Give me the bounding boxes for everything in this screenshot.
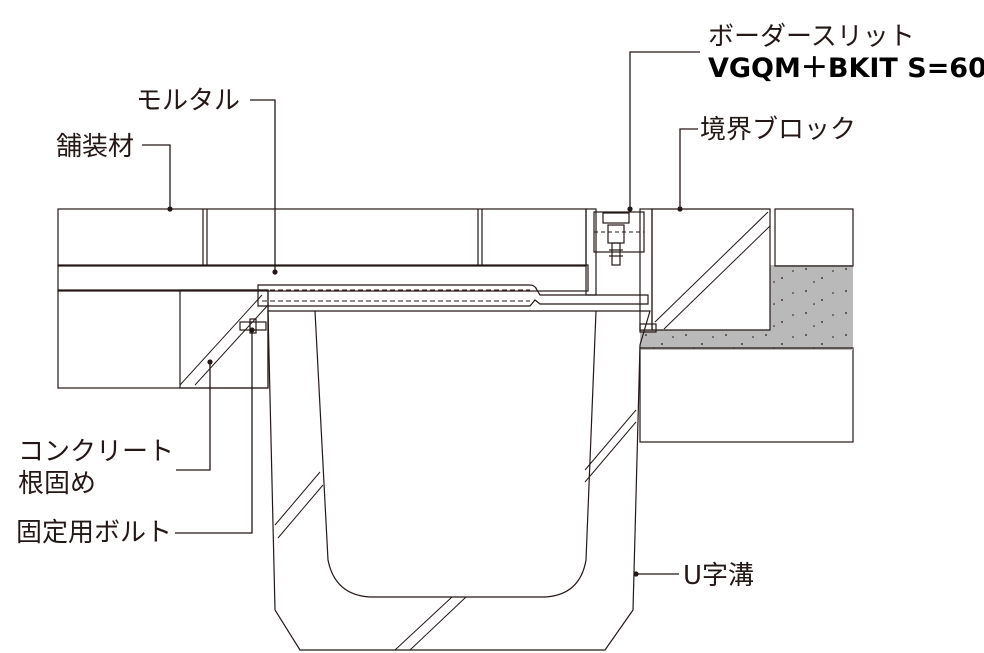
paving-left — [57, 208, 587, 267]
border-slit-label-line2: VGQM＋BKIT S=60 — [708, 53, 984, 84]
slit-bolt-icon — [602, 212, 630, 266]
label-border-slit: ボーダースリット VGQM＋BKIT S=60 — [627, 22, 984, 212]
paving-right — [774, 208, 854, 267]
label-fixing-bolt: 固定用ボルト — [16, 327, 255, 548]
fixing-bolt-label: 固定用ボルト — [16, 518, 172, 548]
concrete-label-line2: 根固め — [18, 469, 96, 499]
concrete-foundation-right — [639, 347, 854, 443]
label-paving: 舗装材 — [56, 132, 173, 212]
concrete-foundation-left — [57, 289, 269, 389]
fixing-bolt-right-icon — [639, 323, 657, 333]
mortar-layer-right — [640, 265, 853, 350]
u-gutter-label: U字溝 — [683, 561, 754, 591]
mortar-label: モルタル — [136, 86, 240, 116]
label-u-gutter: U字溝 — [633, 561, 754, 591]
mortar-layer-left — [57, 264, 589, 292]
label-concrete: コンクリート 根固め — [18, 359, 213, 499]
u-gutter — [267, 310, 651, 651]
concrete-label-line1: コンクリート — [18, 437, 174, 467]
paving-label: 舗装材 — [56, 132, 134, 162]
border-slit-frame — [257, 208, 653, 331]
boundary-block-label: 境界ブロック — [700, 115, 856, 145]
border-slit-label-line1: ボーダースリット — [708, 22, 915, 52]
label-boundary-block: 境界ブロック — [677, 115, 856, 212]
boundary-block — [651, 208, 771, 331]
label-mortar: モルタル — [136, 86, 278, 275]
